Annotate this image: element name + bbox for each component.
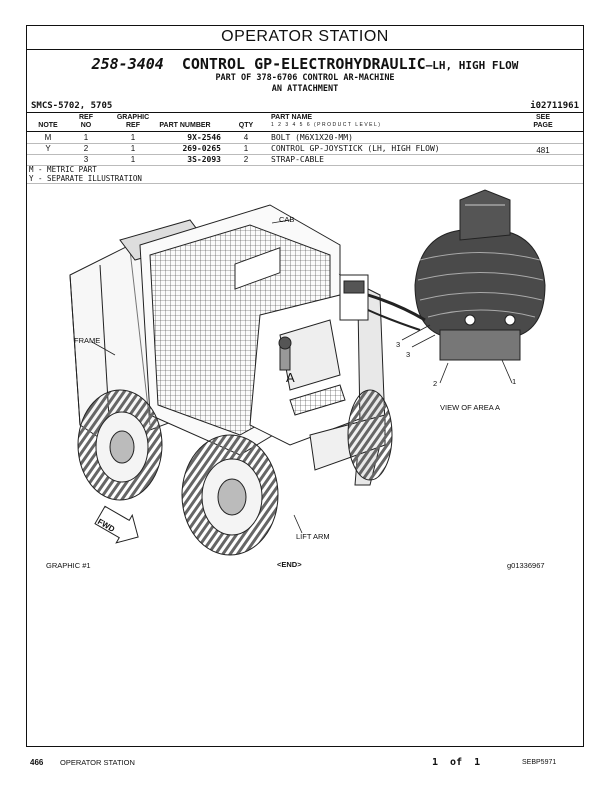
row-2-rule bbox=[27, 154, 583, 155]
row-1-qty: 4 bbox=[243, 133, 249, 142]
leader-lines bbox=[91, 219, 513, 534]
row-2-note: Y bbox=[45, 144, 51, 153]
row-2-see-page[interactable]: 481 bbox=[536, 146, 550, 155]
footer-page-of: 1 of 1 bbox=[432, 757, 481, 768]
row-3-graphic: 1 bbox=[130, 155, 136, 164]
col-part-number: PART NUMBER bbox=[159, 122, 211, 129]
row-2-part-number[interactable]: 269-0265 bbox=[182, 144, 221, 153]
graphic-id: g01336967 bbox=[507, 561, 545, 570]
group-title-row: 258-3404 CONTROL GP-ELECTROHYDRAULIC—LH, … bbox=[27, 54, 583, 73]
row-2-graphic: 1 bbox=[130, 144, 136, 153]
footer-section: OPERATOR STATION bbox=[60, 758, 135, 767]
wheel-rear bbox=[77, 389, 163, 501]
col-note: NOTE bbox=[38, 122, 58, 129]
graphic-label: GRAPHIC #1 bbox=[46, 561, 91, 570]
row-3-part-number[interactable]: 3S-2093 bbox=[187, 155, 221, 164]
label-frame: FRAME bbox=[74, 336, 101, 345]
row-3-rule bbox=[27, 165, 583, 166]
table-header-rule bbox=[27, 131, 583, 132]
row-1-graphic: 1 bbox=[130, 133, 136, 142]
row-1-part-number[interactable]: 9X-2546 bbox=[187, 133, 221, 142]
callout-3b: 3 bbox=[406, 350, 411, 359]
row-2-qty: 1 bbox=[243, 144, 249, 153]
smcs-code: SMCS-5702, 5705 bbox=[31, 101, 113, 111]
row-3-part-name: STRAP-CABLE bbox=[271, 155, 324, 164]
group-attachment: AN ATTACHMENT bbox=[271, 84, 339, 94]
label-cab: CAB bbox=[279, 215, 295, 224]
callout-3a: 3 bbox=[396, 340, 401, 349]
col-qty: QTY bbox=[238, 122, 254, 129]
legend-metric: M - METRIC PART bbox=[29, 165, 97, 174]
col-graphic-ref: GRAPHIC REF bbox=[116, 114, 150, 129]
row-1-rule bbox=[27, 143, 583, 144]
footer-doc: SEBP5971 bbox=[522, 759, 557, 766]
machine-drawing bbox=[69, 204, 386, 486]
group-part-of: PART OF 378-6706 CONTROL AR-MACHINE bbox=[215, 73, 395, 83]
callout-2: 2 bbox=[433, 379, 438, 388]
row-3-ref: 3 bbox=[83, 155, 89, 164]
row-1-part-name: BOLT (M6X1X20-MM) bbox=[271, 133, 353, 142]
fwd-arrow-icon bbox=[94, 505, 139, 544]
end-marker: <END> bbox=[277, 560, 302, 569]
row-2-part-name: CONTROL GP-JOYSTICK (LH, HIGH FLOW) bbox=[271, 144, 440, 153]
section-header: OPERATOR STATION bbox=[27, 26, 583, 50]
group-title: CONTROL GP-ELECTROHYDRAULIC bbox=[181, 55, 426, 73]
col-see-page: SEE PAGE bbox=[533, 114, 553, 129]
wheel-right-front bbox=[347, 389, 393, 481]
joystick-detail bbox=[339, 189, 546, 361]
col-ref-no: REF NO bbox=[79, 114, 93, 129]
page-frame: OPERATOR STATION 258-3404 CONTROL GP-ELEC… bbox=[26, 25, 584, 747]
col-part-name: PART NAME bbox=[271, 114, 313, 121]
row-1-note: M bbox=[44, 133, 52, 142]
col-product-level: 1 2 3 4 5 6 (PRODUCT LEVEL) bbox=[271, 122, 382, 128]
group-part-number: 258-3404 bbox=[91, 55, 164, 73]
row-1-ref: 1 bbox=[83, 133, 89, 142]
label-lift-arm: LIFT ARM bbox=[296, 532, 330, 541]
footer-page-number: 466 bbox=[30, 758, 44, 767]
legend-separate: Y - SEPARATE ILLUSTRATION bbox=[29, 174, 142, 183]
wheel-front bbox=[181, 434, 279, 556]
row-2-ref: 2 bbox=[83, 144, 89, 153]
callout-1: 1 bbox=[512, 377, 517, 386]
doc-id: i02711961 bbox=[530, 101, 579, 111]
label-view-of-area-a: VIEW OF AREA A bbox=[440, 403, 501, 412]
parts-illustration bbox=[69, 189, 546, 556]
legend-rule bbox=[27, 183, 583, 184]
label-area-a: A bbox=[286, 370, 295, 385]
table-top-rule bbox=[27, 112, 583, 113]
row-3-qty: 2 bbox=[243, 155, 249, 164]
group-title-suffix: —LH, HIGH FLOW bbox=[425, 59, 519, 72]
